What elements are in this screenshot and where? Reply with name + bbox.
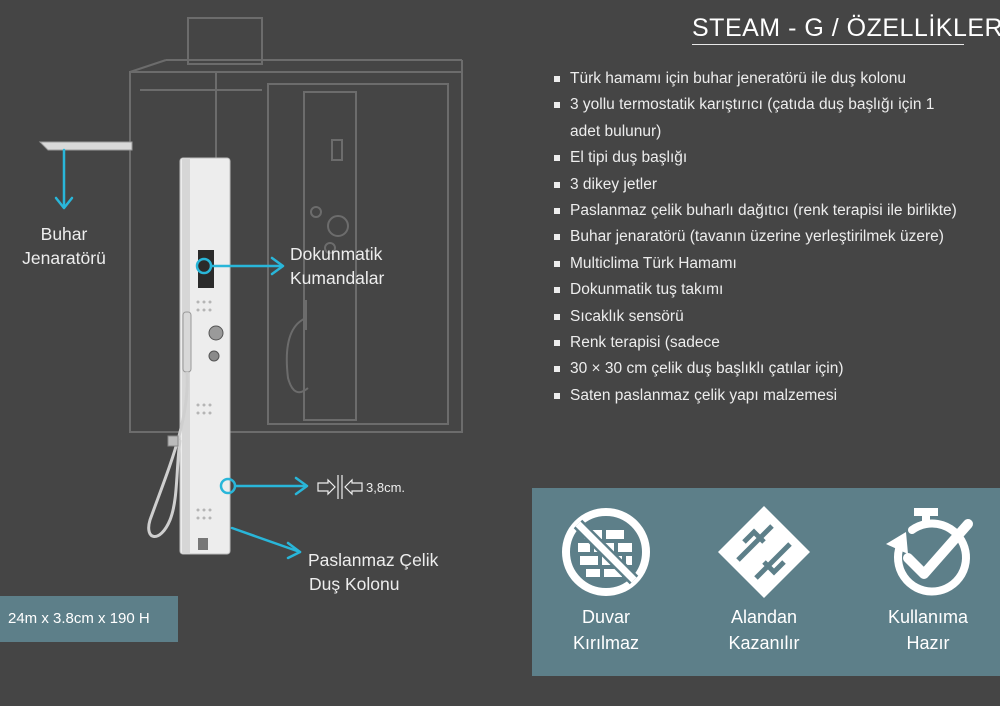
hand-shower [147, 311, 192, 538]
page-title: STEAM - G / ÖZELLİKLER [692, 14, 1000, 42]
feature-item: 3 dikey jetler [554, 172, 966, 198]
feature-item: Türk hamamı için buhar jeneratörü ile du… [554, 66, 966, 92]
benefit-label-duvar: Duvar Kırılmaz [536, 604, 676, 656]
feature-item: 3 yollu termostatik karıştırıcı (çatıda … [554, 92, 966, 145]
no-wall-breaking-icon [562, 508, 650, 596]
feature-item: Multiclima Türk Hamamı [554, 251, 966, 277]
product-illustration [38, 17, 463, 560]
benefits-panel: Duvar Kırılmaz Alandan Kazanılır Kullanı… [532, 488, 1000, 676]
feature-list: Türk hamamı için buhar jeneratörü ile du… [554, 66, 966, 409]
benefit-line1: Alandan [730, 607, 798, 627]
stainless-column-callout: Paslanmaz Çelik Duş Kolonu [308, 548, 438, 596]
stainless-column-label-line1: Paslanmaz Çelik [308, 550, 439, 570]
feature-item: Renk terapisi (sadece [554, 330, 966, 356]
callout-arrows [54, 148, 309, 560]
steam-generator-label-line1: Buhar [40, 224, 88, 244]
title-underline [692, 44, 964, 45]
stainless-column-label-line2: Duş Kolonu [309, 574, 400, 594]
steam-generator-callout: Buhar Jenaratörü [18, 222, 110, 270]
width-label: 3,8cm. [366, 480, 406, 495]
benefit-line2: Hazır [906, 633, 950, 653]
space-saving-icon [718, 506, 810, 598]
benefit-line2: Kırılmaz [572, 633, 639, 653]
ready-to-use-stopwatch-icon [886, 508, 973, 596]
feature-item: 30 × 30 cm çelik duş başlıklı çatılar iç… [554, 356, 966, 382]
benefit-label-kullanima: Kullanıma Hazır [858, 604, 998, 656]
shower-cabin-outline [129, 17, 463, 433]
benefit-label-alandan: Alandan Kazanılır [694, 604, 834, 656]
steam-generator-tray [38, 141, 133, 151]
touch-controls-label-line1: Dokunmatik [290, 244, 383, 264]
touch-controls-callout: Dokunmatik Kumandalar [290, 242, 384, 290]
feature-item: Sıcaklık sensörü [554, 304, 966, 330]
touch-controls-label-line2: Kumandalar [290, 268, 385, 288]
feature-item: Paslanmaz çelik buharlı dağıtıcı (renk t… [554, 198, 966, 224]
benefit-line1: Kullanıma [887, 607, 969, 627]
width-marker-icon [317, 475, 363, 499]
feature-item: El tipi duş başlığı [554, 145, 966, 171]
benefit-line1: Duvar [581, 607, 630, 627]
steam-generator-label-line2: Jenaratörü [22, 248, 106, 268]
dimensions-badge: 24m x 3.8cm x 190 H [0, 596, 178, 642]
feature-item: Saten paslanmaz çelik yapı malzemesi [554, 383, 966, 409]
feature-item: Buhar jenaratörü (tavanın üzerine yerleş… [554, 224, 966, 250]
benefit-line2: Kazanılır [728, 633, 800, 653]
feature-item: Dokunmatik tuş takımı [554, 277, 966, 303]
